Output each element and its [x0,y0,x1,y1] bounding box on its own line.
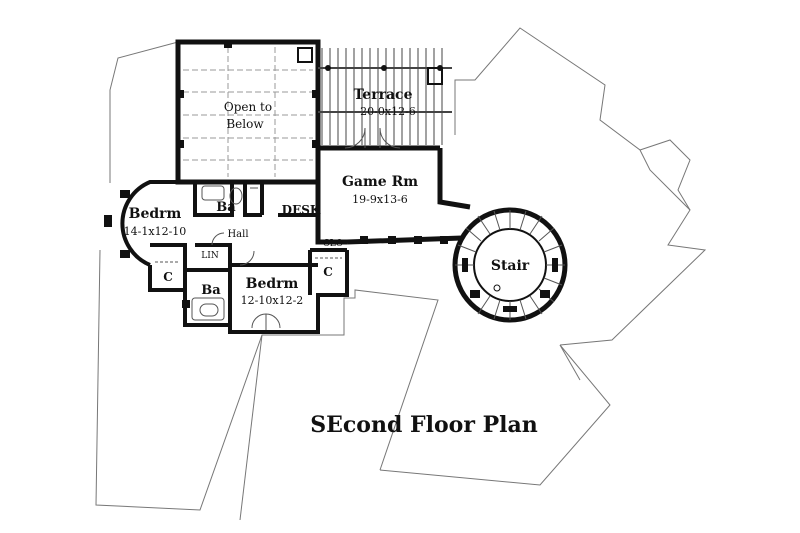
label-ba-1: Ba [216,200,236,215]
bedroom-wing-details [155,185,342,330]
game-room-windows [360,236,448,244]
label-open-to-below-1: Open to [224,100,272,114]
label-bedrm-1: Bedrm [129,206,182,222]
plan-title: SEcond Floor Plan [310,412,538,438]
game-room-doors [344,127,401,149]
terrace-area [318,48,452,145]
label-terrace: Terrace [354,87,413,103]
label-c-2: C [323,265,333,279]
roof-outline [95,27,707,521]
label-terrace-dim: 20-0x12-6 [360,105,416,118]
label-open-to-below-2: Below [226,117,264,131]
bedroom-wing-windows [104,190,190,308]
label-game-room-dim: 19-9x13-6 [352,193,408,206]
label-clo: CLO [323,239,343,249]
label-lin: LIN [201,251,219,261]
label-bedrm-1-dim: 14-1x12-10 [124,225,187,238]
label-ba-2: Ba [201,283,221,298]
label-c-1: C [163,270,173,284]
label-bedrm-2: Bedrm [246,276,299,292]
stair-tower [452,207,568,323]
label-stair: Stair [491,258,530,274]
label-game-room: Game Rm [342,174,418,190]
bedroom-wing-walls [120,180,349,334]
label-hall: Hall [227,229,248,240]
label-desk: DESK [282,203,321,217]
label-bedrm-2-dim: 12-10x12-2 [241,294,304,307]
